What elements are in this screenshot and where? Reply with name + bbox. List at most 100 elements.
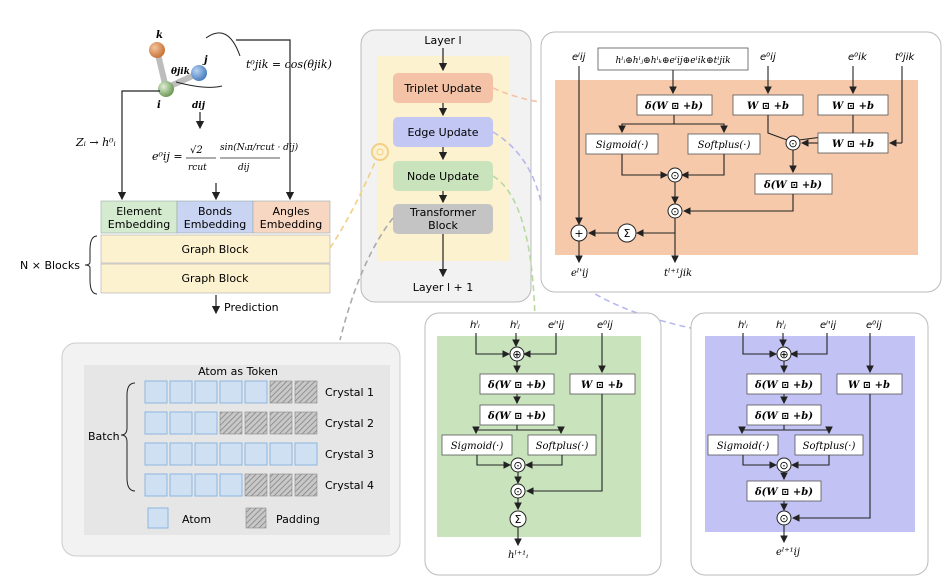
atom-token xyxy=(144,473,168,497)
svg-text:Softplus(·): Softplus(·) xyxy=(536,441,589,452)
svg-text:W ⊡ +b: W ⊡ +b xyxy=(747,101,789,112)
atom-token xyxy=(294,442,318,466)
graph-block-2-label: Graph Block xyxy=(182,272,250,285)
crystal-label: Crystal 4 xyxy=(325,479,374,492)
triplet-in-e0ik: e⁰ik xyxy=(848,52,868,63)
svg-text:Embedding: Embedding xyxy=(260,218,322,231)
atom-token xyxy=(219,473,243,497)
graph-block-1 xyxy=(100,234,331,264)
edge-formula-sin: sin(Nₜπ/rcut · dij) xyxy=(220,142,299,153)
legend-padding-label: Padding xyxy=(276,513,320,526)
node-in-e0ij: e⁰ij xyxy=(597,320,613,331)
atom-token xyxy=(194,380,218,404)
svg-text:Embedding: Embedding xyxy=(108,218,170,231)
layer-bottom-label: Layer l + 1 xyxy=(413,281,473,294)
atom-i xyxy=(158,81,174,97)
edge-formula-sqrt: √2 xyxy=(190,145,203,156)
svg-text:Sigmoid(·): Sigmoid(·) xyxy=(717,441,770,452)
padding-token xyxy=(294,380,318,404)
svg-text:Edge Update: Edge Update xyxy=(407,126,478,139)
triplet-in-eij: eˡij xyxy=(572,52,586,63)
atom-token xyxy=(269,442,293,466)
transformer-block-step xyxy=(393,204,493,234)
svg-text:Σ: Σ xyxy=(515,513,522,526)
atom-token xyxy=(169,380,193,404)
triplet-update-step xyxy=(393,73,493,103)
legend-padding-swatch xyxy=(245,507,267,529)
atom-i-label: i xyxy=(157,100,161,111)
svg-text:+: + xyxy=(574,227,583,240)
svg-text:Softplus(·): Softplus(·) xyxy=(698,140,751,151)
svg-text:W ⊡ +b: W ⊡ +b xyxy=(581,380,623,391)
svg-text:δ(W ⊡ +b): δ(W ⊡ +b) xyxy=(487,411,546,422)
padding-token xyxy=(269,473,293,497)
svg-text:Transformer: Transformer xyxy=(409,206,476,219)
node-update-step xyxy=(393,161,493,191)
svg-text:Sigmoid(·): Sigmoid(·) xyxy=(451,441,504,452)
padding-token xyxy=(294,473,318,497)
svg-text:W ⊡ +b: W ⊡ +b xyxy=(848,380,890,391)
triplet-out-t: tˡ⁺¹jik xyxy=(664,268,692,279)
atom-token xyxy=(144,411,168,435)
edge-out: eˡ⁺¹ij xyxy=(776,547,800,558)
svg-text:Element: Element xyxy=(116,205,162,218)
atom-j xyxy=(191,65,207,81)
svg-text:Triplet Update: Triplet Update xyxy=(403,82,481,95)
svg-text:W ⊡ +b: W ⊡ +b xyxy=(832,101,874,112)
legend-atom-swatch xyxy=(147,507,169,529)
triplet-in-t0jik: t⁰jik xyxy=(895,52,915,63)
atom-token xyxy=(244,442,268,466)
padding-token xyxy=(294,411,318,435)
edge-formula-rcut: rcut xyxy=(188,163,207,173)
svg-text:⊙: ⊙ xyxy=(670,169,679,182)
svg-text:δ(W ⊡ +b): δ(W ⊡ +b) xyxy=(644,101,703,112)
node-out: hˡ⁺¹ᵢ xyxy=(508,550,528,561)
padding-token xyxy=(219,411,243,435)
svg-text:Node Update: Node Update xyxy=(407,170,479,183)
padding-token xyxy=(244,411,268,435)
triplet-out-e: eˡ'ij xyxy=(571,268,588,279)
svg-text:Σ: Σ xyxy=(624,227,631,240)
svg-text:⊙: ⊙ xyxy=(513,485,522,498)
atom-k xyxy=(149,42,165,58)
node-in-hj: hˡⱼ xyxy=(510,320,520,331)
node-in-hi: hˡᵢ xyxy=(470,320,480,331)
svg-text:Sigmoid(·): Sigmoid(·) xyxy=(596,140,649,151)
crystal-label: Crystal 3 xyxy=(325,448,374,461)
svg-text:⊙: ⊙ xyxy=(779,459,788,472)
atom-mapping: Zᵢ → h⁰ᵢ xyxy=(75,136,116,149)
atom-token xyxy=(144,442,168,466)
atom-token xyxy=(219,442,243,466)
svg-text:Softplus(·): Softplus(·) xyxy=(803,441,856,452)
edge-formula-dij: dij xyxy=(238,163,250,173)
atom-token xyxy=(169,411,193,435)
svg-text:Embedding: Embedding xyxy=(184,218,246,231)
svg-text:⊙: ⊙ xyxy=(513,459,522,472)
svg-text:⊕: ⊕ xyxy=(779,348,788,361)
crystal-rows: Crystal 1 Crystal 2 Crystal 3 Crystal 4 xyxy=(144,380,374,497)
crystal-label: Crystal 1 xyxy=(325,386,374,399)
svg-text:⊙: ⊙ xyxy=(779,512,788,525)
svg-text:⊕: ⊕ xyxy=(512,348,521,361)
svg-text:Angles: Angles xyxy=(272,205,309,218)
atom-token xyxy=(169,473,193,497)
edge-in-hi: hˡᵢ xyxy=(738,320,748,331)
edge-formula-lhs: e⁰ij = xyxy=(152,150,183,163)
atom-token xyxy=(244,380,268,404)
edge-in-hj: hˡⱼ xyxy=(776,320,786,331)
svg-text:hˡᵢ⊕hˡⱼ⊕hˡₖ⊕eˡij⊕eˡik⊕tˡjik: hˡᵢ⊕hˡⱼ⊕hˡₖ⊕eˡij⊕eˡik⊕tˡjik xyxy=(615,56,730,66)
atom-token xyxy=(219,380,243,404)
crystal-label: Crystal 2 xyxy=(325,417,374,430)
triplet-in-e0ij: e⁰ij xyxy=(760,52,776,63)
atom-token-title: Atom as Token xyxy=(198,365,278,378)
graph-block-1-label: Graph Block xyxy=(182,243,250,256)
element-embedding xyxy=(100,200,178,234)
svg-text:δ(W ⊡ +b): δ(W ⊡ +b) xyxy=(754,380,813,391)
embedding-row: Element Embedding Bonds Embedding Angles… xyxy=(100,200,331,234)
n-blocks-label: N × Blocks xyxy=(20,259,80,272)
edge-update-step xyxy=(393,117,493,147)
angle-formula: t⁰jik = cos(θjik) xyxy=(246,58,332,71)
svg-text:W ⊡ +b: W ⊡ +b xyxy=(832,139,874,150)
graph-block-2 xyxy=(100,263,331,294)
